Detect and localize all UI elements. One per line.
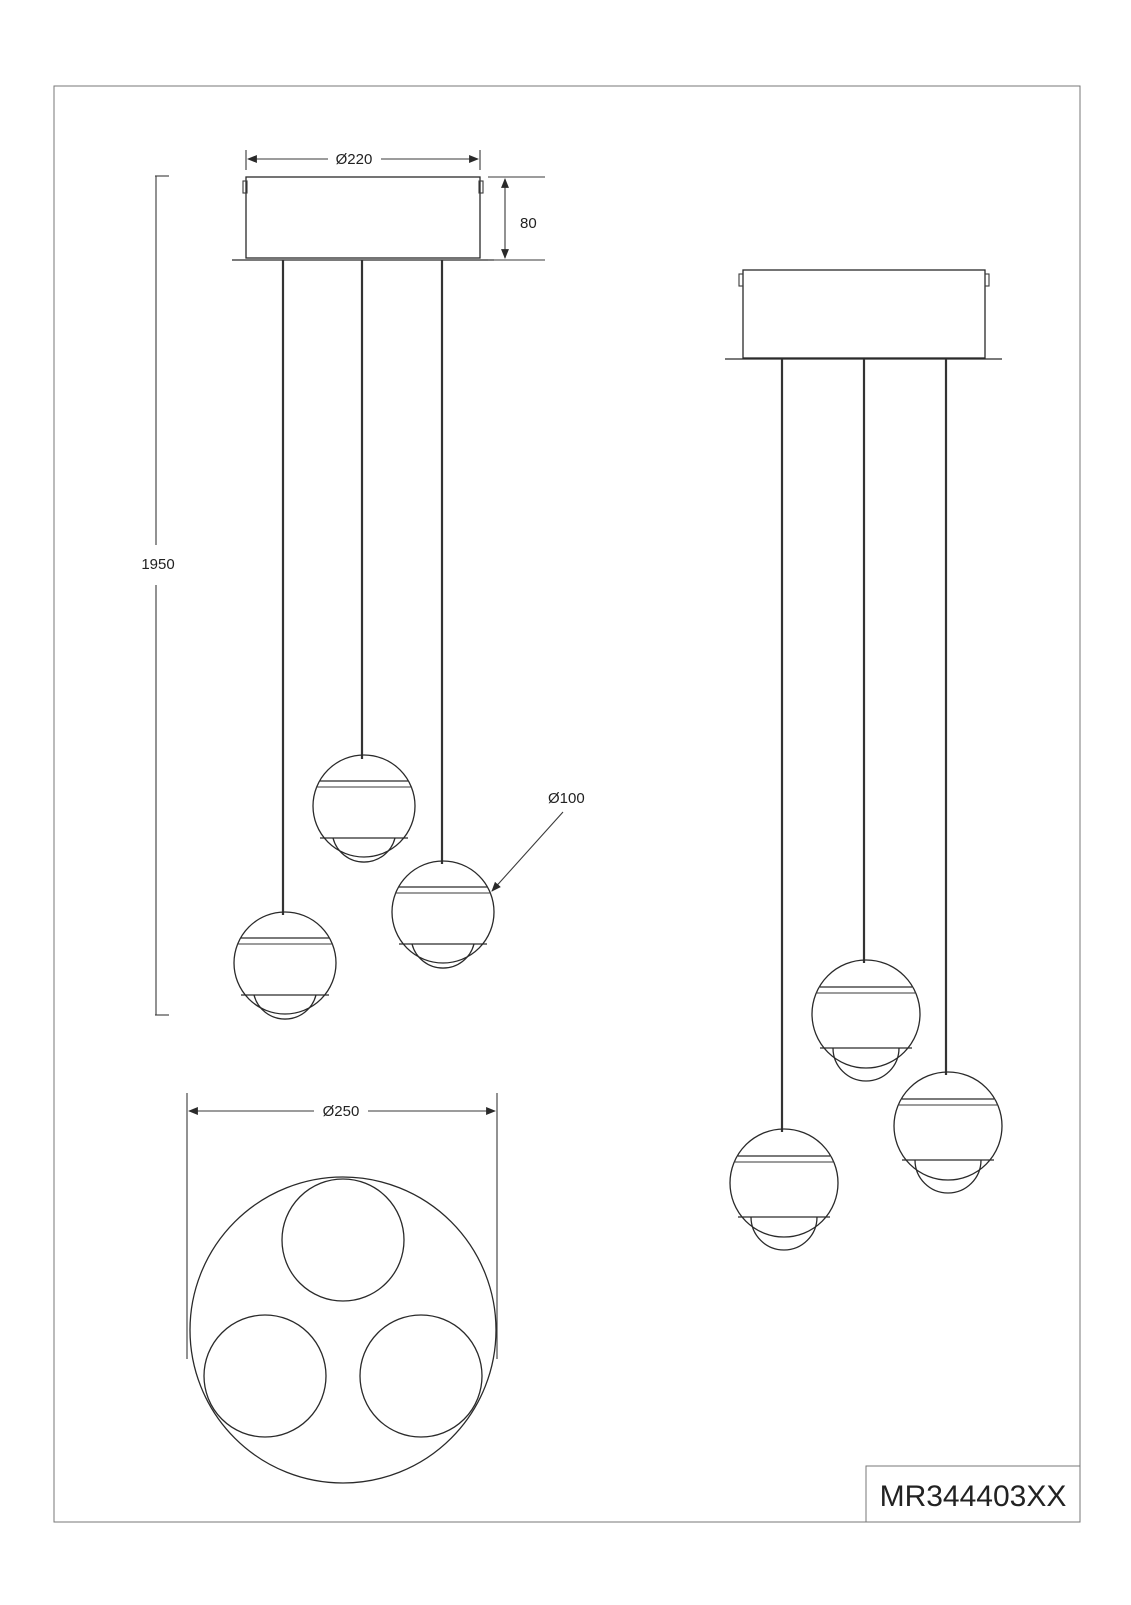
- model-code-box: [865, 1465, 1081, 1523]
- dimension-canopy-height: [488, 176, 545, 261]
- front-globe-left: [233, 911, 337, 1020]
- top-view-globe-right: [359, 1314, 483, 1438]
- front-view: Ø220 80 1950 Ø100: [141, 150, 585, 1020]
- top-view-globe-top: [281, 1178, 405, 1302]
- side-canopy: [742, 269, 986, 359]
- front-globe-middle: [312, 754, 416, 863]
- top-view-globe-left: [203, 1314, 327, 1438]
- dimension-canopy-diameter: [245, 150, 481, 170]
- top-view-outer-circle: [189, 1176, 497, 1484]
- footprint-diameter-label: Ø250: [323, 1103, 360, 1120]
- globe-diameter-label: Ø100: [548, 790, 585, 807]
- side-globe-middle: [811, 959, 921, 1082]
- total-height-label: 1950: [141, 556, 174, 573]
- top-view: [186, 1093, 498, 1484]
- front-canopy: [245, 176, 481, 259]
- model-code: MR344403XX: [880, 1480, 1067, 1513]
- side-globe-right: [893, 1071, 1003, 1194]
- drawing-frame: [53, 85, 1081, 1523]
- front-globe-right: [391, 860, 495, 969]
- canopy-diameter-label: Ø220: [336, 151, 373, 168]
- canopy-height-label: 80: [520, 215, 537, 232]
- side-view: [725, 269, 1003, 1251]
- dimension-globe-diameter-leader: [491, 811, 564, 892]
- side-globe-left: [729, 1128, 839, 1251]
- dimension-total-height: [155, 175, 169, 1016]
